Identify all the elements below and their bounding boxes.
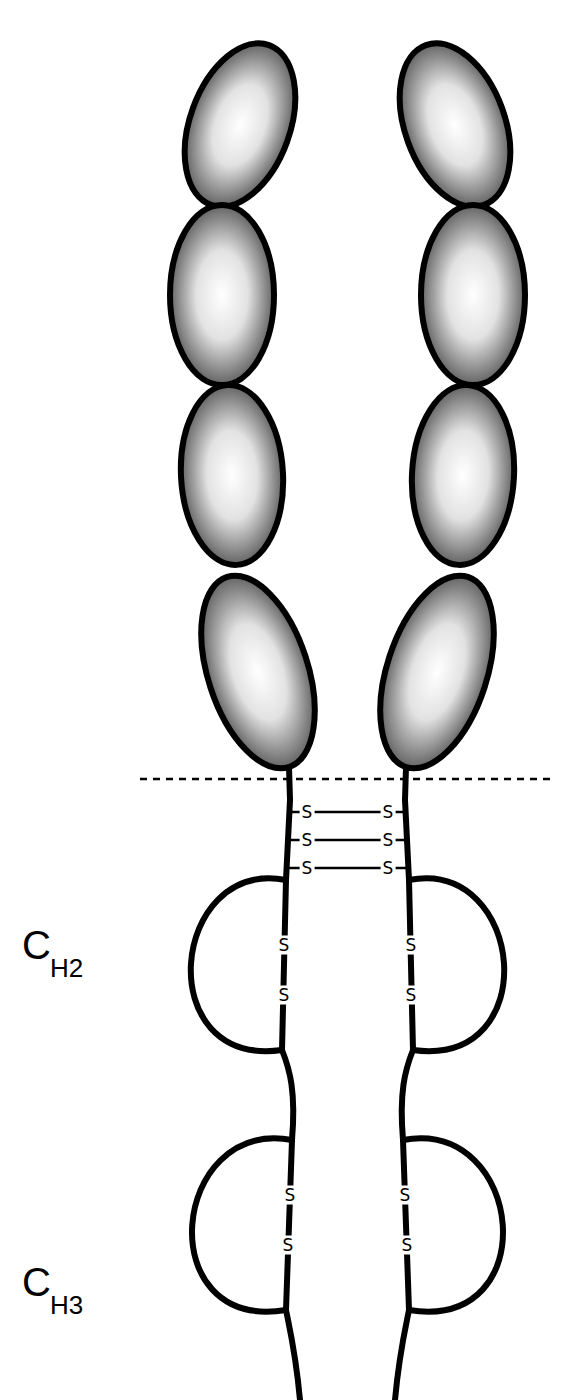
domain-label: H2 bbox=[50, 955, 83, 981]
sulfur-label: S bbox=[381, 831, 396, 850]
sulfur-label: S bbox=[381, 859, 396, 878]
sulfur-label: S bbox=[300, 859, 315, 878]
sulfur-label: S bbox=[398, 1186, 413, 1205]
sulfur-label: S bbox=[281, 1236, 296, 1255]
sulfur-label: S bbox=[277, 986, 292, 1005]
sulfur-label: S bbox=[381, 803, 396, 822]
sulfur-label: S bbox=[404, 986, 419, 1005]
sulfur-label: S bbox=[300, 803, 315, 822]
domain-label: C bbox=[22, 925, 51, 965]
sulfur-label: S bbox=[404, 936, 419, 955]
domain-label: C bbox=[22, 1262, 51, 1302]
domain-label: H3 bbox=[50, 1292, 83, 1318]
heavy-chain-mirror bbox=[359, 28, 532, 1400]
dashed-divider bbox=[140, 778, 555, 781]
sulfur-label: S bbox=[400, 1236, 415, 1255]
sulfur-label: S bbox=[283, 1186, 298, 1205]
sulfur-label: S bbox=[300, 831, 315, 850]
sulfur-label: S bbox=[277, 936, 292, 955]
heavy-chain bbox=[164, 28, 337, 1400]
